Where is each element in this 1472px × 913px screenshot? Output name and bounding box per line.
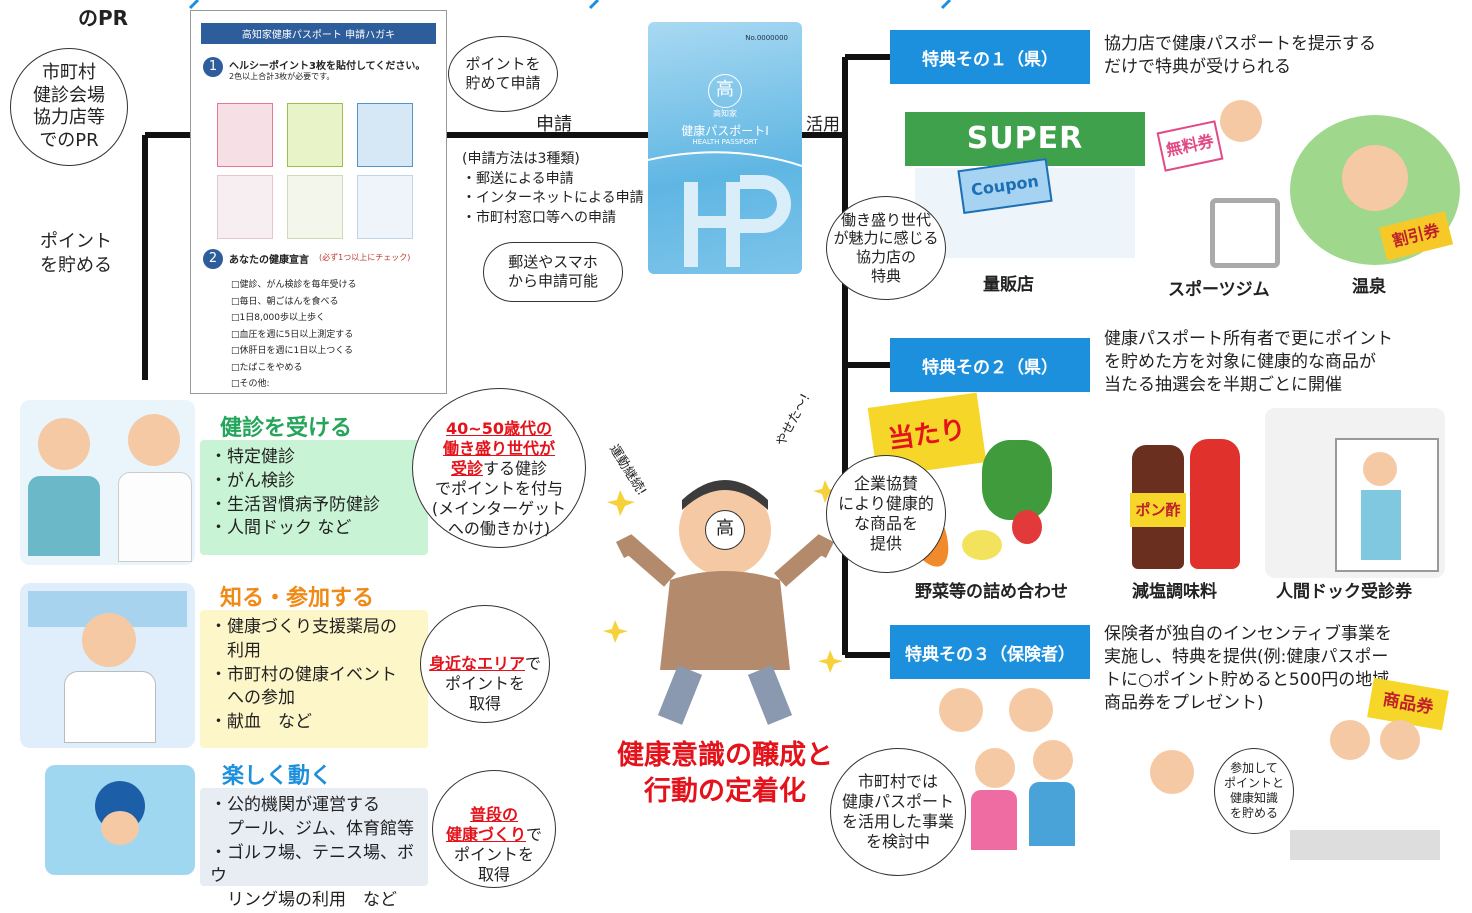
benefit-3-small-bubble: 参加して ポイントと 健康知識 を貯める	[1214, 748, 1294, 834]
benefit-1-description: 協力店で健康パスポートを提示する だけで特典が受けられる	[1104, 34, 1376, 77]
section-heading-checkup: 健診を受ける	[220, 416, 353, 441]
ponzu-label: ポン酢	[1130, 493, 1186, 527]
benefit-2-bubble: 企業協賛 により健康的 な商品を 提供	[826, 455, 946, 573]
nearby-area-highlight: 身近なエリア	[428, 654, 525, 673]
apply-label: 申請	[536, 114, 572, 135]
caption-mass-retailer: 量販店	[983, 275, 1034, 295]
caption-medical-checkup: 人間ドック受診券	[1276, 582, 1412, 602]
caption-sports-gym: スポーツジム	[1168, 280, 1270, 300]
step2-note: (必ず1つ以上にチェック)	[319, 253, 411, 262]
daily-health-bubble: 普段の 健康づくりで ポイントを 取得	[432, 770, 556, 888]
passport-number: No.0000000	[745, 34, 788, 42]
caption-vegetables: 野菜等の詰め合わせ	[915, 582, 1068, 602]
step1-number: 1	[203, 57, 223, 77]
hp-logo-icon	[648, 151, 802, 267]
checklist-item: □1日8,000歩以上歩く	[231, 313, 325, 323]
postcard-header: 高知家健康パスポート 申請ハガキ	[201, 23, 436, 44]
checklist-item: □血圧を週に5日以上測定する	[231, 329, 354, 340]
medical-checkup-illustration	[1265, 408, 1445, 578]
sticker-slot	[287, 175, 343, 239]
benefit-2-label: 特典その２（県）	[890, 338, 1090, 392]
checklist-item: □健診、がん検診を毎年受ける	[231, 280, 357, 290]
daily-health-text: で ポイントを 取得	[453, 825, 543, 884]
checklist-item: □休肝日を週に1日以上つくる	[231, 346, 354, 356]
nearby-area-text: でポイントを 取得	[444, 654, 542, 713]
pr-title: のPR	[78, 6, 129, 30]
health-passport-card: No.0000000 高 高知家 健康パスポートⅠ HEALTH PASSPOR…	[648, 22, 802, 274]
section-heading-exercise: 楽しく動く	[222, 764, 333, 789]
save-points-label: ポイント を貯める	[40, 231, 112, 277]
pr-bubble: 市町村 健診会場 協力店等 でのPR	[10, 48, 128, 166]
target-age-highlight: 40~50歳代の 働き盛り世代が 受診	[442, 419, 555, 478]
section-items-exercise: ・公的機関が運営する プール、ジム、体育館等 ・ゴルフ場、テニス場、ボウ リング…	[200, 788, 428, 910]
supermarket-illustration: SUPER MARKET Coupon	[905, 112, 1145, 262]
kochi-emblem-icon: 高	[705, 510, 745, 550]
benefit-3-bubble: 市町村では 健康パスポート を活用した事業 を検討中	[830, 748, 966, 876]
benefit-3-description: 保険者が独自のインセンティブ事業を 実施し、特典を提供(例:健康パスポー トに○…	[1104, 624, 1392, 713]
postcard-bubble: ポイントを 貯めて申請	[448, 36, 558, 112]
doctor-exam-illustration	[20, 400, 195, 565]
apply-methods: (申請方法は3種類) ・郵送による申請 ・インターネットによる申請 ・市町村窓口…	[462, 151, 644, 226]
health-checklist: □健診、がん検診を毎年受ける □毎日、朝ごはんを食べる □1日8,000歩以上歩…	[231, 277, 357, 393]
step2-number: 2	[203, 249, 223, 269]
low-salt-seasoning-illustration: ポン酢	[1126, 415, 1246, 575]
benefit-1-label: 特典その１（県）	[890, 30, 1090, 84]
sticker-blue	[357, 103, 413, 167]
slogan: 健康意識の醸成と 行動の定着化	[617, 740, 833, 808]
free-ticket-icon: 無料券	[1156, 120, 1224, 172]
cooking-class-illustration: 商品券	[1140, 677, 1450, 870]
sticker-pink	[217, 103, 273, 167]
section-heading-participate: 知る・参加する	[220, 586, 375, 611]
benefit-3-label: 特典その３（保険者）	[890, 625, 1090, 679]
step1-subtext: 2色以上合計3枚が必要です。	[229, 72, 335, 81]
sticker-slot	[217, 175, 273, 239]
passport-emblem-text: 高知家	[713, 109, 737, 118]
caption-low-salt: 減塩調味料	[1132, 582, 1217, 602]
section-items-checkup: ・特定健診 ・がん検診 ・生活習慣病予防健診 ・人間ドック など	[200, 440, 428, 555]
passport-title: 健康パスポートⅠ	[681, 124, 769, 138]
caption-hot-spring: 温泉	[1352, 277, 1386, 297]
kochi-emblem-icon: 高	[708, 74, 742, 108]
sticker-green	[287, 103, 343, 167]
supermarket-sign: SUPER MARKET	[905, 112, 1145, 210]
step2-text: あなたの健康宣言	[229, 255, 309, 266]
checklist-item: □毎日、朝ごはんを食べる	[231, 296, 339, 307]
sticker-slot	[357, 175, 413, 239]
nearby-area-bubble: 身近なエリアでポイントを 取得	[420, 605, 550, 723]
application-postcard: 高知家健康パスポート 申請ハガキ 1 ヘルシーポイント3枚を貼付してください。 …	[190, 10, 447, 394]
use-label: 活用	[806, 115, 840, 135]
benefit-1-bubble: 働き盛り世代 が魅力に感じる 協力店の 特典	[826, 196, 946, 300]
daily-health-highlight: 普段の 健康づくり	[445, 805, 526, 844]
swimmer-illustration	[45, 765, 195, 875]
spacer	[625, 488, 639, 502]
step1-text: ヘルシーポイント3枚を貼付してください。	[229, 61, 426, 72]
target-age-text: する健診 でポイントを付与 (メインターゲット への働きかけ)	[431, 459, 567, 538]
passport-subtitle: HEALTH PASSPORT	[692, 138, 758, 146]
benefit-2-description: 健康パスポート所有者で更にポイント を貯めた方を対象に健康的な商品が 当たる抽選…	[1104, 329, 1393, 395]
gym-illustration: 無料券	[1150, 98, 1280, 268]
vegetables-illustration: 当たり	[862, 392, 1092, 575]
section-items-participate: ・健康づくり支援薬局の 利用 ・市町村の健康イベント への参加 ・献血 など	[200, 610, 428, 748]
apply-bubble: 郵送やスマホ から申請可能	[483, 242, 623, 302]
pharmacist-illustration	[20, 583, 195, 748]
checklist-item: □たばこをやめる	[231, 362, 303, 373]
walking-people-illustration	[915, 678, 1095, 878]
hot-spring-illustration: 割引券	[1290, 115, 1460, 265]
target-age-bubble: 40~50歳代の 働き盛り世代が 受診する健診 でポイントを付与 (メインターゲ…	[412, 388, 586, 548]
checklist-item: □その他:	[231, 379, 270, 389]
